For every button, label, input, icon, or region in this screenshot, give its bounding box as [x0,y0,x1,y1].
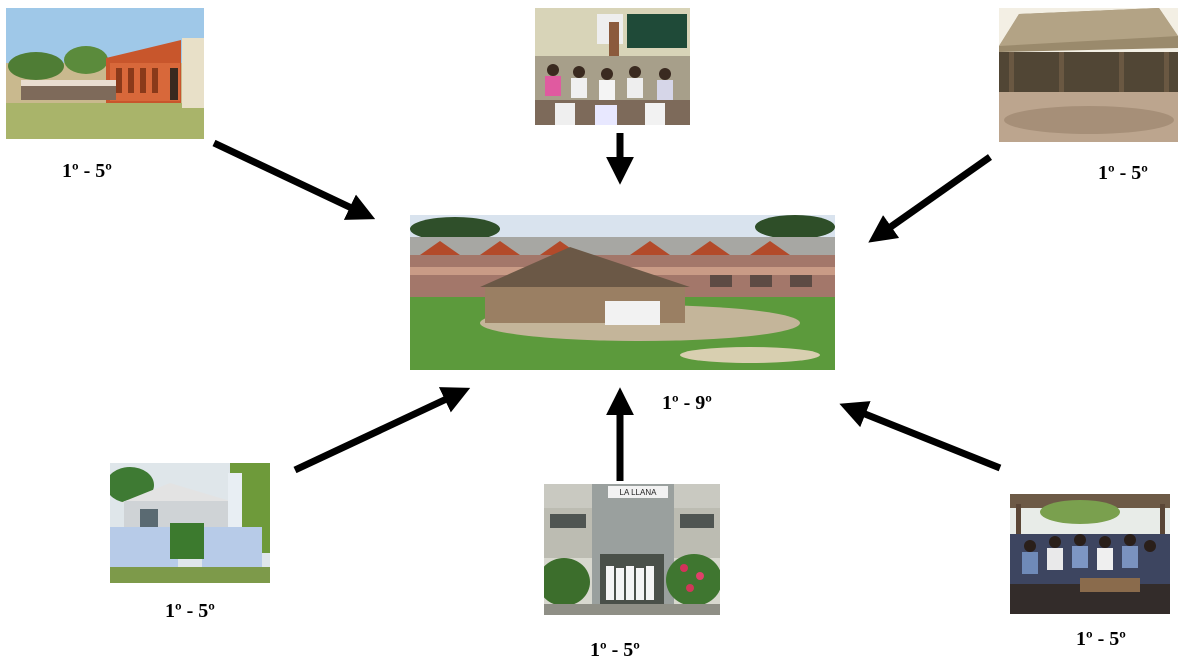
school-sign-text: LA LLANA [620,488,658,497]
satellite-photo-bottom-left [110,463,270,583]
arrow-top-left [212,139,376,220]
grade-label-bottom-center: 1º - 5º [590,639,640,661]
arrow-top-right [868,154,993,243]
grade-label-bottom-left: 1º - 5º [165,600,215,622]
satellite-photo-bottom-center: LA LLANA [544,484,720,615]
arrow-bottom-right [839,401,1002,472]
satellite-photo-bottom-right [1010,494,1170,614]
grade-label-bottom-right: 1º - 5º [1076,628,1126,650]
satellite-photo-top-center [535,8,690,125]
satellite-photo-top-left [6,8,204,139]
center-photo-main-school [410,215,835,370]
grade-label-top-left: 1º - 5º [62,160,112,182]
satellite-photo-top-right [999,8,1178,142]
arrow-bottom-left [293,387,471,474]
grade-label-top-right: 1º - 5º [1098,162,1148,184]
grade-label-center: 1º - 9º [662,392,712,414]
